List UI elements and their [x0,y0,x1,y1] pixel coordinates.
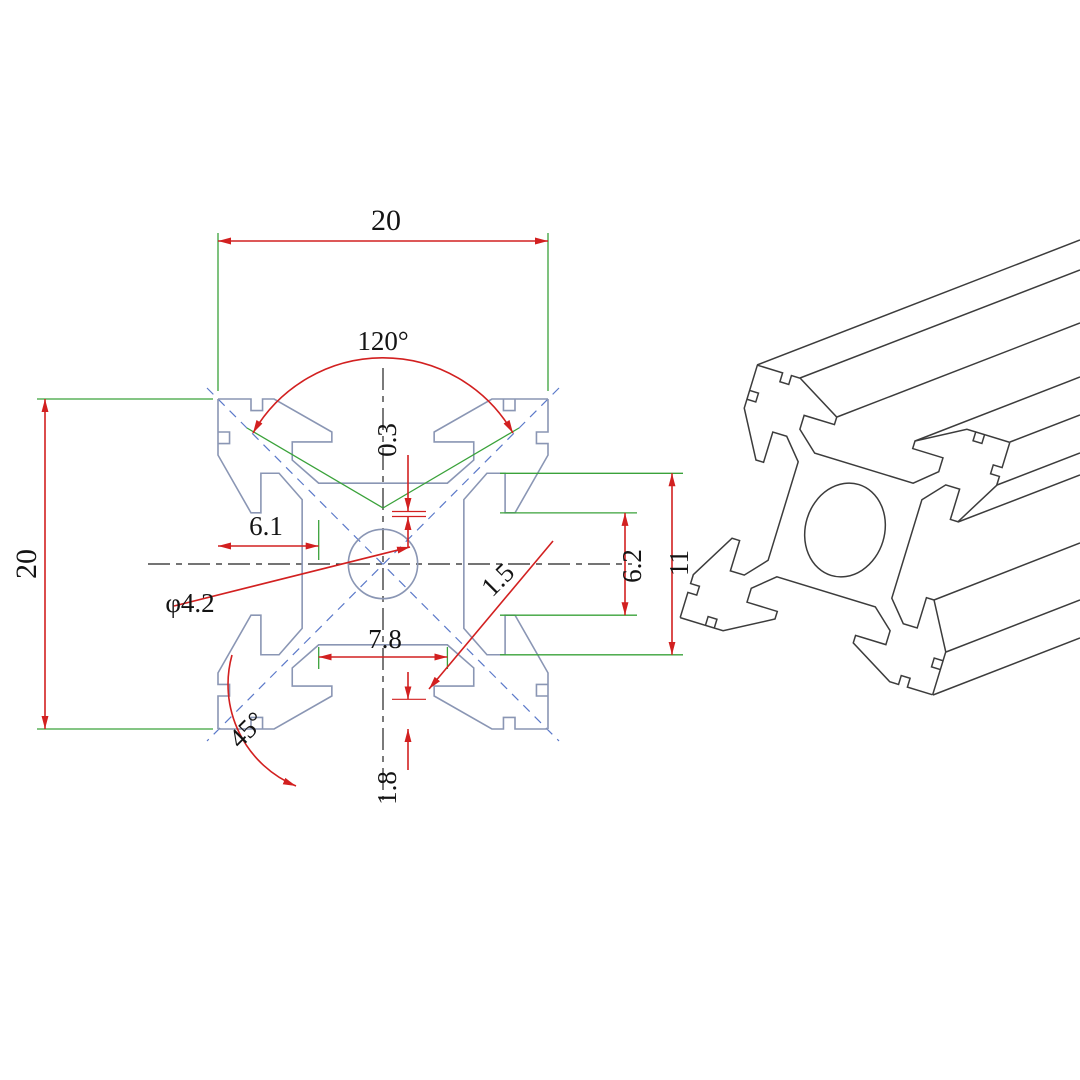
iso-view [680,239,1080,696]
dim-slot-bottom-width: 7.8 [368,624,402,654]
center-lines [148,368,632,800]
iso-extrusion-lines [756,239,1080,696]
iso-front-face [680,365,1010,695]
extension-lines [37,233,683,730]
dim-center-hole-dia: φ4.2 [165,588,214,618]
dim-wall-thickness: 1.8 [372,771,402,805]
dim-groove-angle: 120° [357,326,408,356]
dim-top-width: 20 [371,204,401,237]
dim-edge-to-slot: 6.1 [249,511,283,541]
dimension-labels: 20 20 120° 0.3 6.1 6.2 11 φ4.2 7.8 1.5 4… [10,204,694,805]
dim-center-offset: 0.3 [372,423,402,457]
dim-left-height: 20 [10,549,43,579]
dim-slot-opening: 6.2 [617,549,647,583]
dimension-lines [41,237,676,787]
center-hole [348,529,417,598]
dim-slot-inner-width: 11 [664,550,694,576]
diagonal-lines [206,387,560,742]
profile-outline [218,399,548,729]
dim-corner-angle: 45° [223,706,271,754]
iso-center-hole [793,473,897,587]
